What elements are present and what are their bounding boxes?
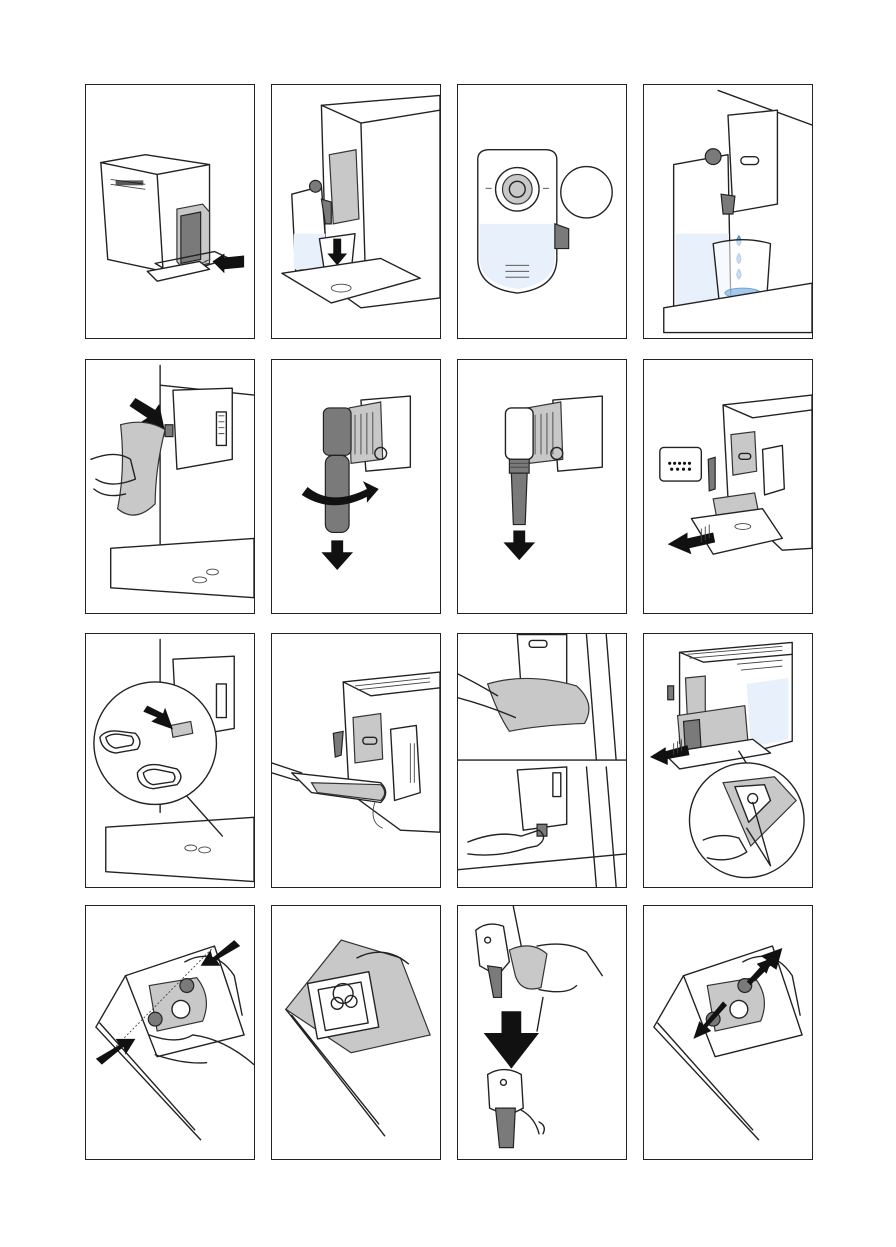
magnified-detail-circle [94,682,217,805]
panel-remove-drip-tray [643,359,813,614]
panel-press-release-buttons [85,905,255,1160]
machine-with-carafe-illustration [86,85,254,338]
press-buttons-illustration [86,906,254,1159]
down-arrow-icon [321,540,353,570]
panel-wipe-steam-nozzle [85,359,255,614]
down-arrow-icon [503,530,535,560]
connector-detail-illustration [86,634,254,887]
wipe-rinse-outlet-illustration [458,634,626,887]
reinsert-brew-unit-illustration [644,906,812,1159]
panel-brew-unit-open [271,905,441,1160]
drip-tray-illustration [644,360,812,613]
milk-into-cup-illustration [272,85,440,338]
drip-tray-indicator-icon [660,447,702,481]
panel-clean-connector-holes [85,633,255,888]
down-arrow-icon [484,1011,539,1068]
wipe-with-cloth-illustration [86,360,254,613]
panel-carafe-cleaning-knob [457,84,627,339]
panel-insert-milk-carafe [85,84,255,339]
remove-brew-unit-illustration [458,906,626,1159]
panel-rinse-with-water [643,84,813,339]
panel-remove-brew-unit [457,905,627,1160]
panel-dispense-hot-milk [271,84,441,339]
pull-nozzle-illustration [458,360,626,613]
panel-remove-water-tank [643,633,813,888]
brew-unit-compartment-illustration [272,906,440,1159]
panel-wipe-and-rinse-outlet [457,633,627,888]
press-arrow-icon [96,1039,136,1065]
detail-callout-circle [561,167,612,218]
brush-spout-illustration [272,634,440,887]
carafe-lid-illustration [458,85,626,338]
panel-twist-off-nozzle-cover [271,359,441,614]
panel-brush-under-spout [271,633,441,888]
water-rinse-illustration [644,85,812,338]
water-tank-illustration [644,634,812,887]
panel-reinsert-brew-unit [643,905,813,1160]
twist-nozzle-illustration [272,360,440,613]
panel-pull-off-nozzle [457,359,627,614]
